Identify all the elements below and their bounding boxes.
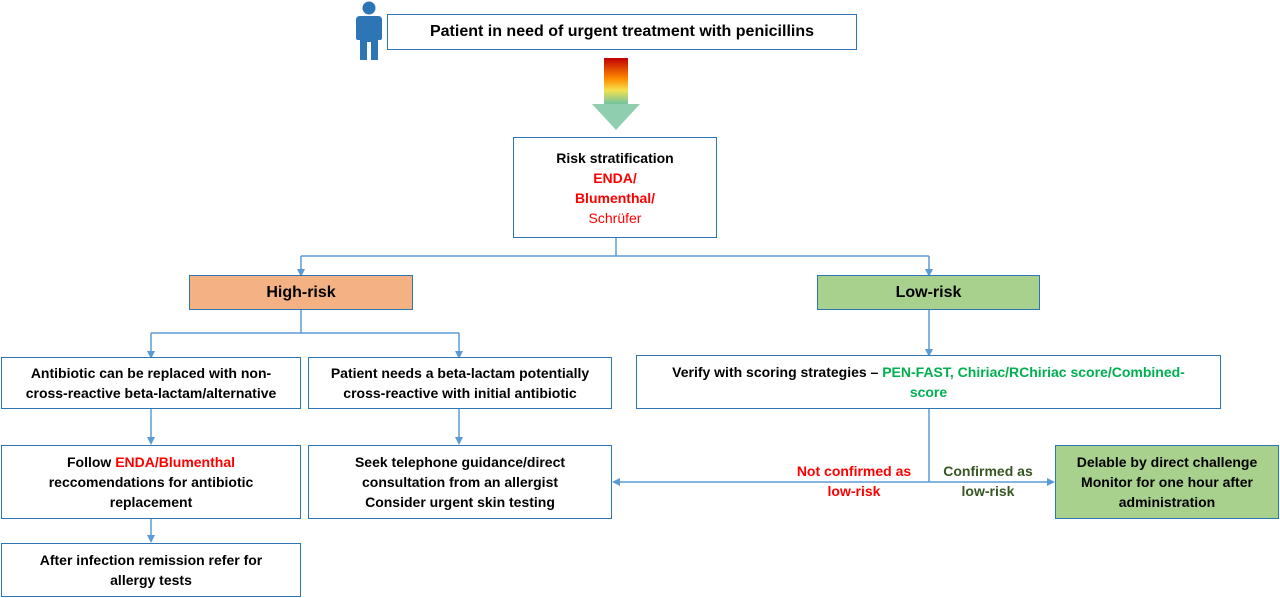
high-risk-label: High-risk — [266, 283, 336, 301]
seek-line2: consultation from an allergist — [361, 474, 559, 490]
after-line1: After infection remission refer for — [39, 552, 263, 568]
risk-stratification-box: Risk stratification ENDA/ Blumenthal/ Sc… — [513, 137, 717, 238]
gradient-down-arrow-icon — [592, 58, 640, 130]
seek-line3: Consider urgent skin testing — [365, 494, 555, 510]
not-confirmed-label: Not confirmed as low-risk — [780, 461, 928, 501]
confirmed-line1: Confirmed as — [943, 463, 1033, 479]
delable-box: Delable by direct challenge Monitor for … — [1055, 445, 1279, 519]
follow-enda-blumenthal: ENDA/Blumenthal — [115, 454, 235, 470]
risk-blumenthal: Blumenthal/ — [574, 189, 656, 206]
not-confirmed-line1: Not confirmed as — [796, 463, 912, 479]
delable-line1: Delable by direct challenge — [1076, 454, 1258, 470]
patient-box-label: Patient in need of urgent treatment with… — [429, 23, 815, 40]
seek-line1: Seek telephone guidance/direct — [354, 454, 566, 470]
verify-box: Verify with scoring strategies – PEN-FAS… — [636, 355, 1221, 409]
low-risk-box: Low-risk — [817, 275, 1040, 310]
patient-box: Patient in need of urgent treatment with… — [387, 14, 857, 50]
risk-enda: ENDA/ — [593, 169, 637, 186]
follow-prefix: Follow — [66, 454, 116, 470]
verify-line2: score — [909, 384, 948, 400]
confirmed-line2: low-risk — [961, 483, 1015, 499]
follow-line1: Follow ENDA/Blumenthal — [67, 452, 235, 472]
replace-box: Antibiotic can be replaced with non- cro… — [1, 357, 301, 409]
confirmed-label: Confirmed as low-risk — [930, 461, 1046, 501]
follow-line2: reccomendations for antibiotic — [48, 474, 254, 490]
after-box: After infection remission refer for alle… — [1, 543, 301, 597]
low-risk-label: Low-risk — [895, 283, 962, 301]
replace-line1: Antibiotic can be replaced with non- — [30, 365, 272, 381]
risk-title: Risk stratification — [556, 149, 674, 166]
follow-box: Follow ENDA/Blumenthal reccomendations f… — [1, 445, 301, 519]
verify-prefix: Verify with scoring strategies – — [672, 364, 883, 380]
follow-line3: replacement — [109, 494, 193, 510]
needs-line1: Patient needs a beta-lactam potentially — [330, 365, 590, 381]
risk-schrufer: Schrüfer — [588, 209, 642, 226]
verify-line1: Verify with scoring strategies – PEN-FAS… — [672, 362, 1185, 382]
not-confirmed-line2: low-risk — [827, 483, 881, 499]
seek-box: Seek telephone guidance/direct consultat… — [308, 445, 612, 519]
high-risk-box: High-risk — [189, 275, 413, 310]
delable-line2: Monitor for one hour after — [1081, 474, 1253, 490]
replace-line2: cross-reactive beta-lactam/alternative — [25, 385, 277, 401]
delable-line3: administration — [1118, 494, 1216, 510]
person-icon — [356, 1, 382, 60]
after-line2: allergy tests — [110, 572, 192, 588]
verify-scores: PEN-FAST, Chiriac/RChiriac score/Combine… — [882, 364, 1185, 380]
needs-box: Patient needs a beta-lactam potentially … — [308, 357, 612, 409]
needs-line2: cross-reactive with initial antibiotic — [343, 385, 577, 401]
